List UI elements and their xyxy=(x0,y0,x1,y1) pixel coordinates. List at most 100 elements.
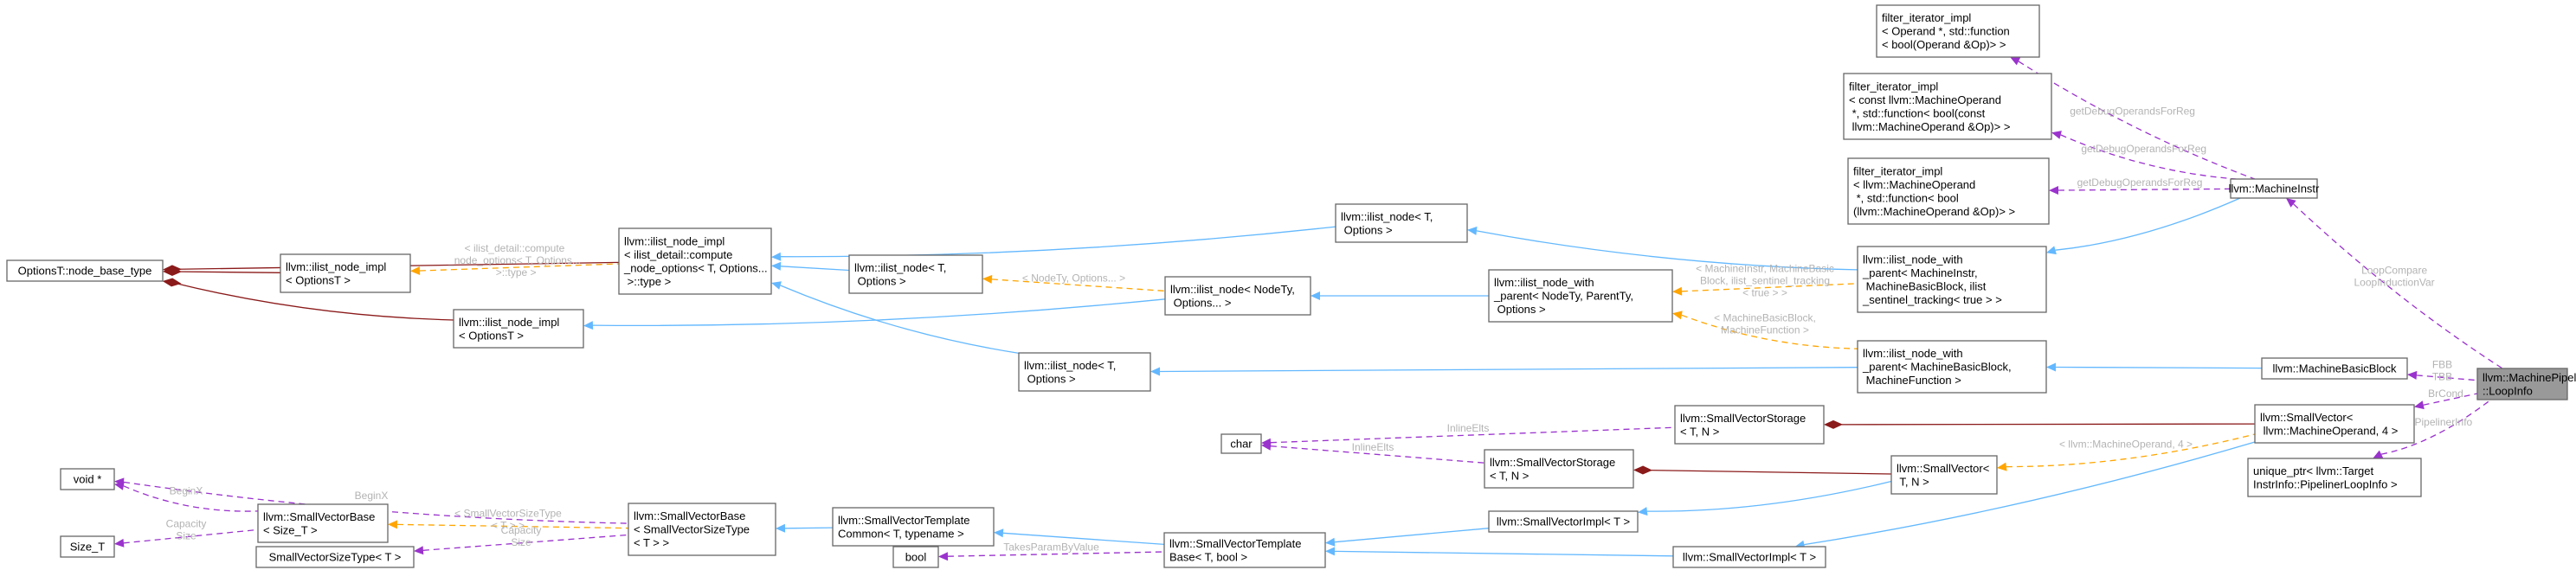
node-label-line: filter_iterator_impl xyxy=(1849,80,1938,93)
node-label-line: llvm::SmallVector< xyxy=(2260,411,2353,424)
node-label-line: T, N > xyxy=(1897,475,1929,488)
node-box xyxy=(2230,178,2318,199)
node-ilist-node-impl-optionst[interactable]: llvm::ilist_node_impl< OptionsT > xyxy=(280,253,411,293)
node-filter-iterator-const-machineoperand[interactable]: filter_iterator_impl< const llvm::Machin… xyxy=(1843,73,2052,140)
node-ilist-node-t-options-mid[interactable]: llvm::ilist_node< T, Options > xyxy=(848,254,983,294)
node-box xyxy=(1672,546,1826,568)
node-box xyxy=(2247,458,2422,497)
edge-line xyxy=(1681,314,1858,349)
node-ilist-node-with-parent-machineinstr[interactable]: llvm::ilist_node_with_parent< MachineIns… xyxy=(1857,246,2047,313)
node-options-node-base-type[interactable]: OptionsT::node_base_type xyxy=(6,259,164,282)
node-label-line: llvm::ilist_node_with xyxy=(1863,347,1963,360)
node-smallvectorstorage-2[interactable]: llvm::SmallVectorStorage< T, N > xyxy=(1484,449,1634,489)
edge-line xyxy=(1476,230,1858,271)
node-label-line: Options > xyxy=(1024,372,1076,385)
edge-line xyxy=(1159,367,1858,373)
edge-mbb-to-focus xyxy=(2407,370,2478,381)
edge-arrowhead xyxy=(2373,450,2384,458)
node-ilist-node-t-options-bottom[interactable]: llvm::ilist_node< T, Options > xyxy=(1018,352,1151,392)
node-void-pointer[interactable]: void * xyxy=(60,468,115,490)
node-ilist-node-nodety[interactable]: llvm::ilist_node< NodeTy, Options... > xyxy=(1164,276,1311,316)
node-filter-iterator-machineoperand[interactable]: filter_iterator_impl< llvm::MachineOpera… xyxy=(1847,157,2050,225)
node-label-line: llvm::MachinePipeliner xyxy=(2483,371,2576,384)
node-smallvectorimpl-1[interactable]: llvm::SmallVectorImpl< T > xyxy=(1488,510,1639,533)
node-smallvectorbase-sizetype[interactable]: llvm::SmallVectorBase< SmallVectorSizeTy… xyxy=(628,503,776,556)
node-smallvectorsizetype[interactable]: SmallVectorSizeType< T > xyxy=(255,546,415,568)
edge-arrowhead xyxy=(771,281,782,290)
edge-line xyxy=(396,523,629,529)
node-smallvector-t-n[interactable]: llvm::SmallVector< T, N > xyxy=(1890,455,1998,495)
edge-line xyxy=(947,551,1165,557)
node-label-line: ::LoopInfo xyxy=(2483,384,2533,397)
node-smallvectorimpl-2[interactable]: llvm::SmallVectorImpl< T > xyxy=(1672,546,1826,568)
edge-line xyxy=(2055,197,2241,251)
edge-line xyxy=(1642,469,1892,475)
edge-arrowhead xyxy=(388,520,398,529)
edge-arrowhead xyxy=(938,552,949,561)
node-label-line: unique_ptr< llvm::Target xyxy=(2253,464,2373,477)
edge-line xyxy=(780,285,1020,355)
node-label-line: llvm::ilist_node_impl xyxy=(624,234,724,247)
node-box xyxy=(1163,532,1326,568)
edge-line xyxy=(419,263,620,272)
edge-line xyxy=(1804,441,2256,546)
node-unique-ptr-pipelinerloopinfo[interactable]: unique_ptr< llvm::TargetInstrInfo::Pipel… xyxy=(2247,458,2422,497)
node-label-line: llvm::MachineOperand &Op)> > xyxy=(1849,120,2010,133)
edge-iln_mid-to-iln_nodety xyxy=(982,274,1166,292)
node-box xyxy=(628,503,776,556)
node-label-line: MachineBasicBlock, ilist xyxy=(1863,279,1987,292)
node-label-line: < const llvm::MachineOperand xyxy=(1849,93,2001,106)
node-filter-iterator-operand[interactable]: filter_iterator_impl< Operand *, std::fu… xyxy=(1876,4,2040,58)
node-size-t[interactable]: Size_T xyxy=(60,535,115,558)
edge-line xyxy=(1334,528,1490,543)
node-label-line: Base< T, bool > xyxy=(1169,550,1247,563)
edge-arrowhead xyxy=(2286,198,2296,208)
edge-svb_size-to-svb_st xyxy=(388,520,629,529)
node-label-line: bool xyxy=(905,551,927,564)
node-label-line: *, std::function< bool xyxy=(1853,191,1959,204)
edge-label-mo_tpl: < llvm::MachineOperand, 4 > xyxy=(2059,439,2193,451)
node-box xyxy=(1164,276,1311,316)
edge-label-inline2: InlineElts xyxy=(1352,441,1394,453)
node-machinepipeliner-loopinfo[interactable]: llvm::MachinePipeliner::LoopInfo xyxy=(2476,368,2576,400)
node-ilist-node-t-options-top[interactable]: llvm::ilist_node< T, Options > xyxy=(1335,203,1468,243)
edge-label-takesparam: TakesParamByValue xyxy=(1003,541,1099,554)
node-smallvector-machineoperand[interactable]: llvm::SmallVector< llvm::MachineOperand,… xyxy=(2254,404,2415,444)
edge-arrowhead xyxy=(771,261,782,271)
node-box xyxy=(60,535,115,558)
node-label-line: llvm::ilist_node< T, xyxy=(854,261,946,274)
node-box xyxy=(892,546,939,568)
node-label-line: MachineFunction > xyxy=(1863,374,1961,387)
node-machinebasicblock[interactable]: llvm::MachineBasicBlock xyxy=(2261,357,2408,380)
node-label-line: < Operand *, std::function xyxy=(1882,25,2010,38)
edge-sv_tn-to-sv_mo xyxy=(1997,433,2256,471)
node-char[interactable]: char xyxy=(1220,433,1262,454)
node-machineinstr[interactable]: llvm::MachineInstr xyxy=(2229,178,2320,199)
edge-iwp_generic-to-iwp_mbb xyxy=(1672,311,1858,349)
edge-label-compute_tpl: < ilist_detail::compute_node_options< T,… xyxy=(448,242,581,279)
node-label-line: llvm::SmallVectorTemplate xyxy=(1169,537,1301,550)
node-label-line: llvm::SmallVectorBase xyxy=(634,509,745,522)
node-label-line: Options > xyxy=(1341,223,1393,236)
node-label-line: _parent< NodeTy, ParentTy, xyxy=(1493,290,1633,303)
edge-ilni_main-to-iln_bot xyxy=(771,281,1020,355)
node-box xyxy=(6,259,164,282)
edge-arrowhead xyxy=(583,321,594,330)
node-ilist-node-with-parent-mbb[interactable]: llvm::ilist_node_with_parent< MachineBas… xyxy=(1857,340,2047,394)
node-smallvectorstorage-1[interactable]: llvm::SmallVectorStorage< T, N > xyxy=(1674,405,1825,445)
node-box xyxy=(1876,4,2040,58)
node-ilist-node-impl-optionst-2[interactable]: llvm::ilist_node_impl< OptionsT > xyxy=(453,309,584,349)
node-box xyxy=(1890,455,1998,495)
node-smallvectorbase-size-t[interactable]: llvm::SmallVectorBase< Size_T > xyxy=(257,503,389,543)
node-bool[interactable]: bool xyxy=(892,546,939,568)
node-label-line: OptionsT::node_base_type xyxy=(18,265,152,278)
node-box xyxy=(1857,246,2047,313)
node-ilist-node-impl-compute[interactable]: llvm::ilist_node_impl< ilist_detail::com… xyxy=(618,227,772,295)
node-ilist-node-with-parent-generic[interactable]: llvm::ilist_node_with_parent< NodeTy, Pa… xyxy=(1488,269,1673,323)
node-label-line: InstrInfo::PipelinerLoopInfo > xyxy=(2253,477,2398,490)
